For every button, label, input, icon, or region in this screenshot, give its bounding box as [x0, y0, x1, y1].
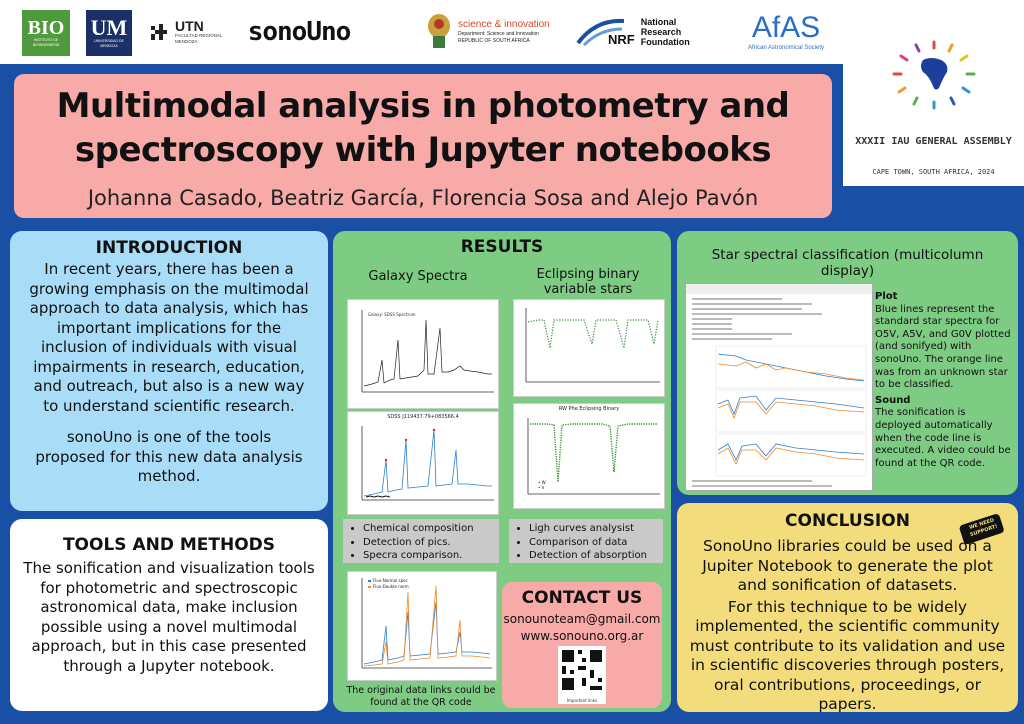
tools-text: The sonification and visualization tools… — [23, 559, 315, 675]
eclipsing-binary-plot — [513, 299, 665, 397]
binary-bullets: Ligh curves analysist Comparison of data… — [509, 519, 663, 563]
iau-general-assembly-logo: XXXII IAU GENERAL ASSEMBLY CAPE TOWN, SO… — [843, 40, 1024, 186]
conclusion-text-2: For this technique to be widely implemen… — [689, 597, 1006, 714]
title-box: Multimodal analysis in photometry and sp… — [14, 74, 832, 218]
bio-logo: BIO INSTITUTO DE BIOINGENIERÍA — [22, 10, 70, 56]
utn-icon — [151, 24, 167, 40]
contact-website[interactable]: www.sonouno.org.ar — [520, 629, 644, 643]
introduction-panel: INTRODUCTION In recent years, there has … — [10, 231, 328, 511]
eclipsing-binary-heading: Eclipsing binary variable stars — [536, 267, 640, 297]
authors: Johanna Casado, Beatriz García, Florenci… — [87, 186, 759, 210]
dsi-logo: science & innovation Department: Science… — [424, 10, 554, 54]
sonouno-logo: sonoUno — [247, 17, 352, 47]
contact-email[interactable]: sonounoteam@gmail.com — [503, 612, 661, 626]
coat-of-arms-icon — [428, 14, 450, 48]
poster-title: Multimodal analysis in photometry and sp… — [56, 86, 790, 170]
contact-heading: CONTACT US — [521, 588, 643, 608]
list-item: Chemical composition — [363, 522, 493, 536]
conclusion-heading: CONCLUSION — [785, 511, 910, 531]
rw-phe-binary-plot: RW Phe Eclipsing Binary • W • V — [513, 403, 665, 509]
nrf-logo: NRF National Research Foundation — [576, 10, 706, 54]
tools-heading: TOOLS AND METHODS — [62, 535, 276, 555]
plot-label: Plot — [875, 291, 898, 302]
sound-label: Sound — [875, 394, 911, 406]
list-item: Detection of absorption — [529, 549, 657, 563]
plot-text: Blue lines represent the standard star s… — [875, 303, 1011, 391]
svg-text:Flux-Normal spec: Flux-Normal spec — [373, 578, 408, 583]
nrf-swoosh-icon — [576, 18, 625, 47]
star-description: Plot Blue lines represent the standard s… — [875, 291, 1013, 470]
list-item: Ligh curves analysist — [529, 522, 657, 536]
galaxy-bullets: Chemical composition Detection of pics. … — [343, 519, 499, 563]
star-classification-panel: Star spectral classification (multicolum… — [677, 231, 1018, 495]
introduction-sonouno-text: sonoUno is one of the tools proposed for… — [35, 428, 303, 485]
results-footnote: The original data links could be found a… — [346, 685, 496, 708]
star-heading: Star spectral classification (multicolum… — [711, 247, 984, 279]
qr-code[interactable]: Important links — [558, 646, 606, 704]
introduction-heading: INTRODUCTION — [95, 238, 243, 258]
conclusion-panel: CONCLUSION WE NEED SUPPORT! SonoUno libr… — [677, 503, 1018, 714]
um-logo: UM UNIVERSIDAD DE MENDOZA — [86, 10, 132, 56]
we-need-support-badge: WE NEED SUPPORT! — [957, 513, 1007, 545]
galaxy-spectrum-plot: Galaxy: SDSS Spectrum — [347, 299, 499, 409]
svg-text:Galaxy: SDSS Spectrum: Galaxy: SDSS Spectrum — [368, 312, 416, 317]
list-item: Comparison of data — [529, 536, 657, 550]
svg-text:• V: • V — [538, 485, 545, 490]
results-heading: RESULTS — [460, 237, 544, 257]
africa-burst-icon — [892, 40, 976, 110]
tools-panel: TOOLS AND METHODS The sonification and v… — [10, 519, 328, 711]
introduction-text: In recent years, there has been a growin… — [29, 260, 309, 415]
galaxy-comparison-plot: Flux-Normal spec Flux-Double norm — [347, 571, 497, 681]
jupyter-notebook-screenshot — [685, 283, 873, 491]
afas-logo: AfAS African Astronomical Society — [747, 11, 825, 52]
megaphone-icon — [959, 514, 1004, 545]
qr-code-icon — [558, 646, 606, 694]
list-item: Detection of pics. — [363, 536, 493, 550]
conclusion-text-1: SonoUno libraries could be used on a Jup… — [702, 537, 993, 594]
contact-panel: CONTACT US sonounoteam@gmail.com www.son… — [502, 582, 662, 708]
list-item: Specra comparison. — [363, 549, 493, 563]
galaxy-spectra-heading: Galaxy Spectra — [368, 269, 468, 284]
sound-text: The sonification is deployed automatical… — [875, 407, 1011, 469]
logo-bar: BIO INSTITUTO DE BIOINGENIERÍA UM UNIVER… — [0, 0, 1024, 64]
svg-text:Flux-Double norm: Flux-Double norm — [373, 584, 409, 589]
galaxy-sonouno-plot: SDSS J119437.79+083566.4 — [347, 411, 499, 515]
utn-logo: UTN FACULTAD REGIONAL MENDOZA — [146, 14, 232, 50]
svg-text:• W: • W — [538, 480, 546, 485]
